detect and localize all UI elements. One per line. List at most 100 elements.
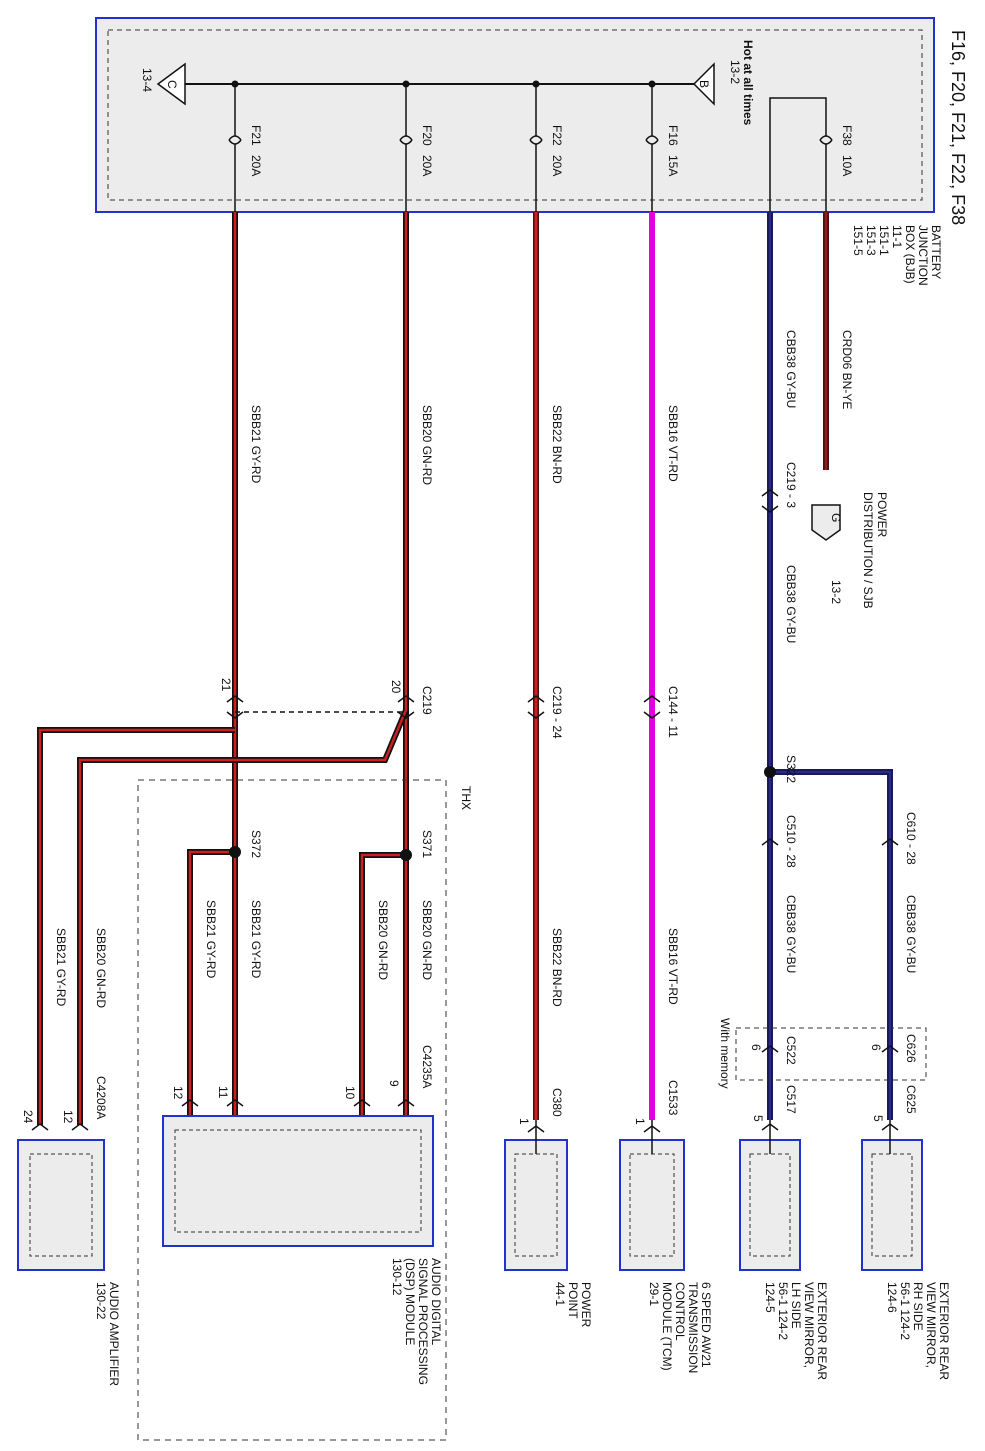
module-power-point	[504, 1120, 568, 1271]
conn-c380: C380	[550, 1088, 564, 1117]
conn-c144-11: C144 - 11	[666, 686, 680, 738]
conn-c4208a: C4208A	[94, 1076, 108, 1119]
svg-text:VIEW MIRROR,: VIEW MIRROR,	[924, 1282, 938, 1368]
module-tcm	[619, 1120, 685, 1271]
fuse-f38-amps: 10A	[840, 155, 854, 176]
svg-text:6 SPEED AW21: 6 SPEED AW21	[699, 1282, 713, 1368]
conn-pin20: 20	[389, 680, 403, 694]
power-dist-tag-text: G	[829, 513, 843, 522]
wire-sbb22-low: SBB22 BN-RD	[550, 928, 564, 1007]
bjb-frame	[95, 17, 935, 213]
label-mirror-lh: EXTERIOR REAR VIEW MIRROR, LH SIDE 56-1 …	[763, 1282, 829, 1380]
svg-text:56-1 124-2: 56-1 124-2	[898, 1282, 912, 1340]
fuse-f20-name: F20	[420, 125, 434, 146]
wire-group	[37, 212, 893, 1125]
conn-c1533: C1533	[666, 1080, 680, 1116]
fuse-symbol-f38	[819, 135, 833, 145]
wire-sbb20-b: SBB20 GN-RD	[376, 900, 390, 980]
svg-text:POWER: POWER	[579, 1282, 593, 1328]
bjb-label-6: 151-3	[864, 225, 878, 256]
conn-c219-3: C219 - 3	[784, 462, 798, 508]
label-mirror-rh: EXTERIOR REAR VIEW MIRROR, RH SIDE 56-1 …	[885, 1282, 951, 1380]
conn-pin1b: 1	[517, 1118, 531, 1125]
hot-at-all-times: Hot at all times	[741, 40, 755, 126]
conn-pin6b: 6	[869, 1044, 883, 1051]
fuse-symbol-f16	[645, 135, 659, 145]
power-dist-label-2: DISTRIBUTION / SJB	[861, 492, 875, 609]
splice-s371	[400, 849, 412, 861]
conn-pin10: 10	[343, 1086, 357, 1100]
bjb-label-5: 151-1	[877, 225, 891, 256]
svg-text:AUDIO AMPLIFIER: AUDIO AMPLIFIER	[107, 1282, 121, 1386]
module-mirror-rh	[861, 1120, 923, 1271]
wire-cbb38-mid: CBB38 GY-BU	[784, 565, 798, 643]
thx-region	[137, 779, 447, 1441]
bjb-label-4: 11-1	[890, 225, 904, 248]
label-tcm: 6 SPEED AW21 TRANSMISSION CONTROL MODULE…	[647, 1282, 713, 1373]
power-dist-label: POWER	[875, 492, 889, 538]
svg-text:RH SIDE: RH SIDE	[911, 1282, 925, 1331]
hot-ref: 13-2	[728, 60, 742, 84]
wire-sbb21-amp: SBB21 GY-RD	[54, 928, 68, 1007]
splice-s372	[229, 846, 241, 858]
bjb-label: BATTERY	[929, 225, 943, 279]
svg-text:EXTERIOR REAR: EXTERIOR REAR	[815, 1282, 829, 1380]
b-tag-triangle	[692, 62, 715, 106]
diagram-title: F16, F20, F21, F22, F38	[948, 30, 968, 225]
wire-sbb20-amp: SBB20 GN-RD	[94, 928, 108, 1008]
label-dsp: AUDIO DIGITAL SIGNAL PROCESSING (DSP) MO…	[390, 1258, 443, 1385]
fuse-f22-name: F22	[550, 125, 564, 146]
wire-crd06: CRD06 BN-YE	[840, 330, 854, 409]
conn-c510-28: C510 - 28	[784, 815, 798, 868]
svg-text:124-5: 124-5	[763, 1282, 777, 1313]
wire-cbb38-rh: CBB38 GY-BU	[904, 895, 918, 973]
svg-text:SIGNAL PROCESSING: SIGNAL PROCESSING	[416, 1258, 430, 1385]
fuse-f21-amps: 20A	[249, 155, 263, 176]
fuse-f16-name: F16	[666, 125, 680, 146]
fuse-symbol-f21	[228, 135, 242, 145]
power-dist-tag	[811, 504, 841, 541]
wire-cbb38-lh: CBB38 GY-BU	[784, 895, 798, 973]
conn-pin11: 11	[216, 1086, 230, 1099]
svg-text:(DSP) MODULE: (DSP) MODULE	[403, 1258, 417, 1345]
wire-sbb20-a: SBB20 GN-RD	[420, 900, 434, 980]
svg-text:MODULE (TCM): MODULE (TCM)	[660, 1282, 674, 1371]
fuse-f38-name: F38	[840, 125, 854, 146]
svg-text:CONTROL: CONTROL	[673, 1282, 687, 1341]
conn-c522: C522	[784, 1036, 798, 1065]
conn-pin6a: 6	[749, 1044, 763, 1051]
conn-pin24: 24	[21, 1110, 35, 1124]
conn-c4235a: C4235A	[420, 1045, 434, 1088]
power-dist-ref: 13-2	[829, 580, 843, 604]
fuse-f21-name: F21	[249, 125, 263, 146]
svg-text:130-22: 130-22	[94, 1282, 108, 1320]
svg-text:29-1: 29-1	[647, 1282, 661, 1306]
conn-pin12: 12	[171, 1086, 185, 1100]
conn-s371: S371	[420, 830, 434, 858]
conn-pin5b: 5	[871, 1115, 885, 1122]
fuse-f20-amps: 20A	[420, 155, 434, 176]
svg-text:124-6: 124-6	[885, 1282, 899, 1313]
wire-sbb21-a: SBB21 GY-RD	[249, 900, 263, 979]
conn-c626: C626	[904, 1034, 918, 1063]
wire-sbb21: SBB21 GY-RD	[249, 405, 263, 484]
b-tag: B	[697, 80, 711, 88]
wire-cbb38-top: CBB38 GY-BU	[784, 330, 798, 408]
wire-sbb16-low: SBB16 VT-RD	[666, 928, 680, 1005]
c-tag: C	[165, 80, 179, 89]
wire-sbb20: SBB20 GN-RD	[420, 405, 434, 485]
label-amp: AUDIO AMPLIFIER 130-22	[94, 1282, 121, 1386]
bjb-inner-frame	[107, 29, 923, 201]
conn-pin21: 21	[219, 678, 233, 692]
svg-text:EXTERIOR REAR: EXTERIOR REAR	[937, 1282, 951, 1380]
fuse-symbol-f22	[529, 135, 543, 145]
fuse-f16-amps: 15A	[666, 155, 680, 176]
fuse-f22-amps: 20A	[550, 155, 564, 176]
conn-c517: C517	[784, 1085, 798, 1114]
svg-text:TRANSMISSION: TRANSMISSION	[686, 1282, 700, 1373]
svg-text:56-1 124-2: 56-1 124-2	[776, 1282, 790, 1340]
inline-connectors	[31, 489, 899, 1133]
bjb-label-7: 151-5	[851, 225, 865, 256]
wire-sbb21-b: SBB21 GY-RD	[204, 900, 218, 979]
